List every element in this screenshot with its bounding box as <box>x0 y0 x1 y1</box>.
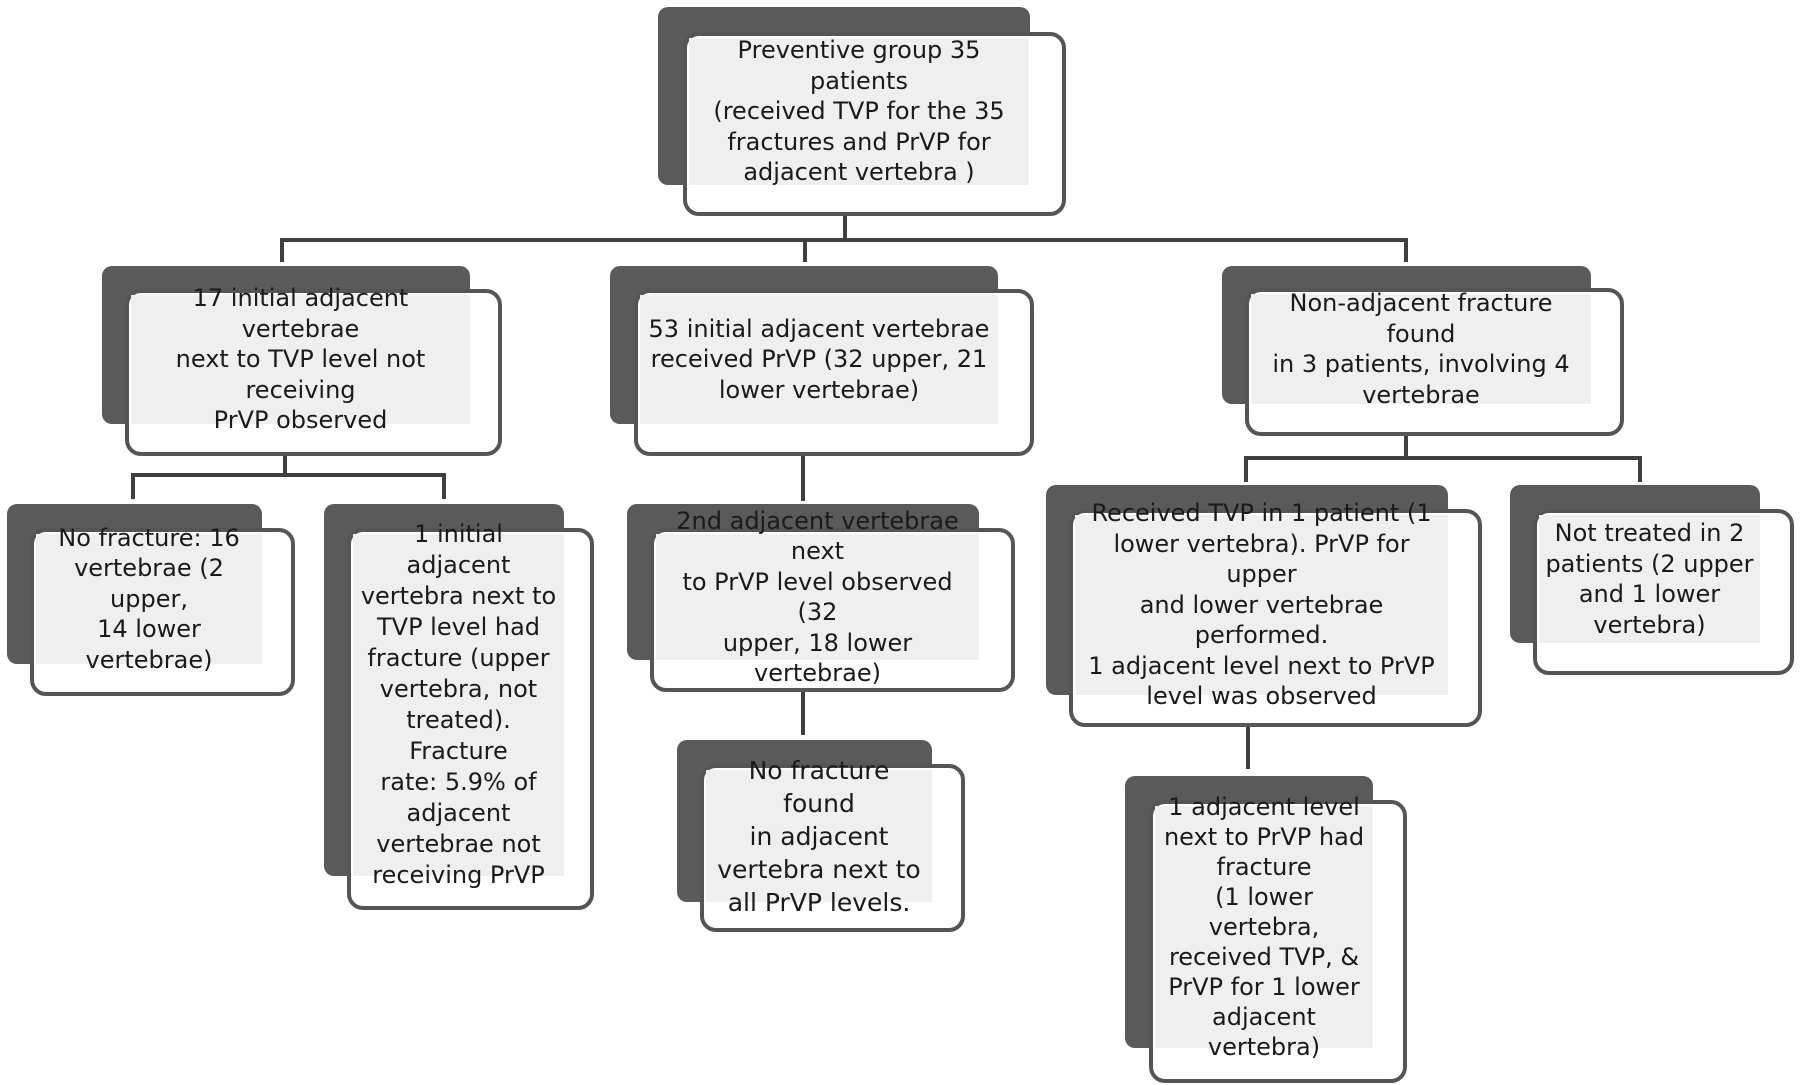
node-text-line: next to TVP level not receiving <box>175 345 426 404</box>
connector <box>1638 456 1642 482</box>
node-text-line: in 3 patients, involving 4 <box>1272 350 1570 378</box>
connector <box>1244 456 1248 482</box>
node-text: 53 initial adjacent vertebrae received P… <box>640 295 998 424</box>
node-text-line: to PrVP level observed (32 <box>682 567 953 627</box>
node-text-line: 2nd adjacent vertebrae next <box>676 506 959 566</box>
node-text-line: upper, 18 lower vertebrae) <box>722 628 913 688</box>
node-text-line: lower vertebra). PrVP for upper <box>1113 529 1410 589</box>
connector <box>442 473 446 499</box>
connector <box>801 689 805 735</box>
node-text-line: level was observed <box>1146 682 1377 711</box>
node-text-line: 17 initial adjacent vertebrae <box>192 284 409 343</box>
node-text-line: Not treated in 2 <box>1554 519 1745 547</box>
left-node: 17 initial adjacent vertebrae next to TV… <box>102 266 502 456</box>
node-text-line: adjacent vertebra ) <box>743 158 975 187</box>
node-text-line: (1 lower vertebra, <box>1208 883 1320 941</box>
connector <box>1244 456 1642 460</box>
middle-node: 53 initial adjacent vertebrae received P… <box>610 266 1034 456</box>
node-text-line: all PrVP levels. <box>727 887 911 917</box>
node-text-line: PrVP for 1 lower <box>1168 973 1360 1001</box>
right-child-not-treated: Not treated in 2 patients (2 upper and 1… <box>1510 485 1794 675</box>
node-text-line: Preventive group 35 patients <box>737 36 981 95</box>
node-text-line: treated). Fracture <box>406 706 511 765</box>
node-text-line: 1 initial adjacent <box>406 520 511 579</box>
node-text-line: vertebra) <box>1593 610 1706 639</box>
right-child-received-tvp: Received TVP in 1 patient (1 lower verte… <box>1046 485 1482 727</box>
node-text-line: vertebrae not <box>376 830 541 858</box>
node-text-line: fractures and PrVP for <box>727 127 991 156</box>
connector <box>280 238 1408 242</box>
node-text: Received TVP in 1 patient (1 lower verte… <box>1075 499 1448 710</box>
connector <box>803 238 807 262</box>
node-text: Preventive group 35 patients (received T… <box>689 36 1029 187</box>
node-text-line: rate: 5.9% of <box>380 768 537 796</box>
left-child-fracture: 1 initial adjacent vertebra next to TVP … <box>324 504 594 910</box>
connector <box>280 238 284 262</box>
node-text-line: vertebra, not <box>379 675 538 703</box>
node-text-line: receiving PrVP <box>372 861 545 889</box>
node-text-line: vertebrae <box>1362 380 1480 409</box>
node-text-line: vertebra next to <box>717 854 921 884</box>
connector <box>1404 238 1408 262</box>
node-text-line: Non-adjacent fracture found <box>1289 289 1553 348</box>
left-child-no-fracture: No fracture: 16 vertebrae (2 upper, 14 l… <box>7 504 295 696</box>
node-text-line: Received TVP in 1 patient (1 <box>1091 499 1432 528</box>
node-text-line: (received TVP for the 35 <box>713 97 1005 126</box>
node-text-line: next to PrVP had <box>1163 823 1365 851</box>
node-text-line: vertebra next to <box>360 582 557 610</box>
node-text-line: TVP level had <box>376 613 541 641</box>
node-text-line: patients (2 upper <box>1545 549 1754 578</box>
connector <box>843 214 847 240</box>
node-text: 1 adjacent level next to PrVP had fractu… <box>1155 793 1373 1061</box>
node-text-line: fracture <box>1216 853 1312 881</box>
middle-child-observed: 2nd adjacent vertebrae next to PrVP leve… <box>627 504 1015 692</box>
node-text-line: lower vertebrae) <box>718 375 920 404</box>
node-text: 17 initial adjacent vertebrae next to TV… <box>131 284 470 434</box>
root-node: Preventive group 35 patients (received T… <box>658 7 1066 216</box>
node-text-line: adjacent vertebra) <box>1207 1003 1321 1061</box>
connector <box>131 473 135 499</box>
node-text: Not treated in 2 patients (2 upper and 1… <box>1539 515 1760 643</box>
node-text-line: and 1 lower <box>1578 580 1721 608</box>
node-text-line: received PrVP (32 upper, 21 <box>650 345 988 374</box>
connector <box>131 473 446 477</box>
connector <box>801 455 805 501</box>
node-text: No fracture: 16 vertebrae (2 upper, 14 l… <box>36 524 262 674</box>
node-text-line: No fracture: 16 <box>58 523 240 552</box>
right-grandchild-fracture: 1 adjacent level next to PrVP had fractu… <box>1125 776 1407 1083</box>
right-node: Non-adjacent fracture found in 3 patient… <box>1222 266 1624 436</box>
node-text-line: received TVP, & <box>1168 943 1360 971</box>
node-text-line: 1 adjacent level <box>1168 793 1360 821</box>
connector <box>1404 434 1408 458</box>
connector <box>1246 723 1250 769</box>
node-text-line: 1 adjacent level next to PrVP <box>1088 651 1435 680</box>
connector <box>283 455 287 475</box>
node-text: 2nd adjacent vertebrae next to PrVP leve… <box>656 507 979 687</box>
node-text-line: adjacent <box>406 799 511 827</box>
node-text-line: 53 initial adjacent vertebrae <box>648 314 990 343</box>
node-text: Non-adjacent fracture found in 3 patient… <box>1251 289 1591 409</box>
node-text: No fracture found in adjacent vertebra n… <box>706 756 932 917</box>
node-text: 1 initial adjacent vertebra next to TVP … <box>353 520 564 889</box>
node-text-line: and lower vertebrae performed. <box>1139 590 1384 650</box>
node-text-line: fracture (upper <box>367 644 550 672</box>
node-text-line: in adjacent <box>749 821 889 851</box>
middle-grandchild-no-fracture: No fracture found in adjacent vertebra n… <box>677 740 965 932</box>
node-text-line: vertebrae (2 upper, <box>74 554 224 613</box>
node-text-line: 14 lower vertebrae) <box>85 615 213 674</box>
node-text-line: PrVP observed <box>213 406 388 435</box>
node-text-line: No fracture found <box>748 755 890 818</box>
